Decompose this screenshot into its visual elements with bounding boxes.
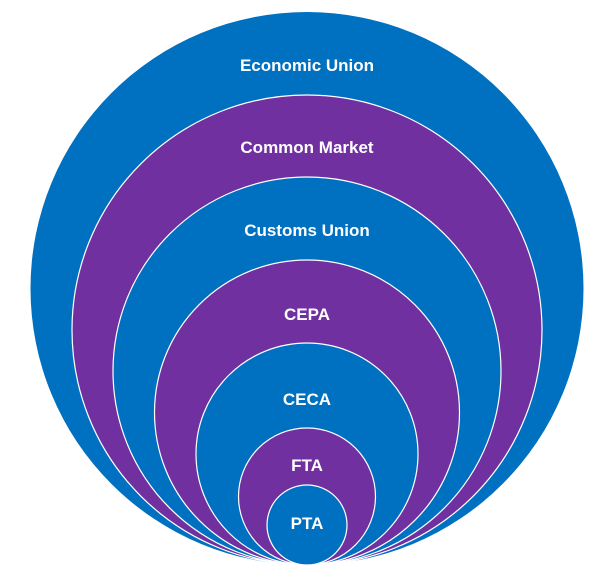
label-common-market: Common Market [240,138,374,157]
label-economic-union: Economic Union [240,56,374,75]
label-customs-union: Customs Union [244,221,370,240]
label-fta: FTA [291,456,323,475]
circle-pta [266,484,348,566]
label-cepa: CEPA [284,305,330,324]
label-ceca: CECA [283,390,331,409]
label-pta: PTA [291,514,324,533]
